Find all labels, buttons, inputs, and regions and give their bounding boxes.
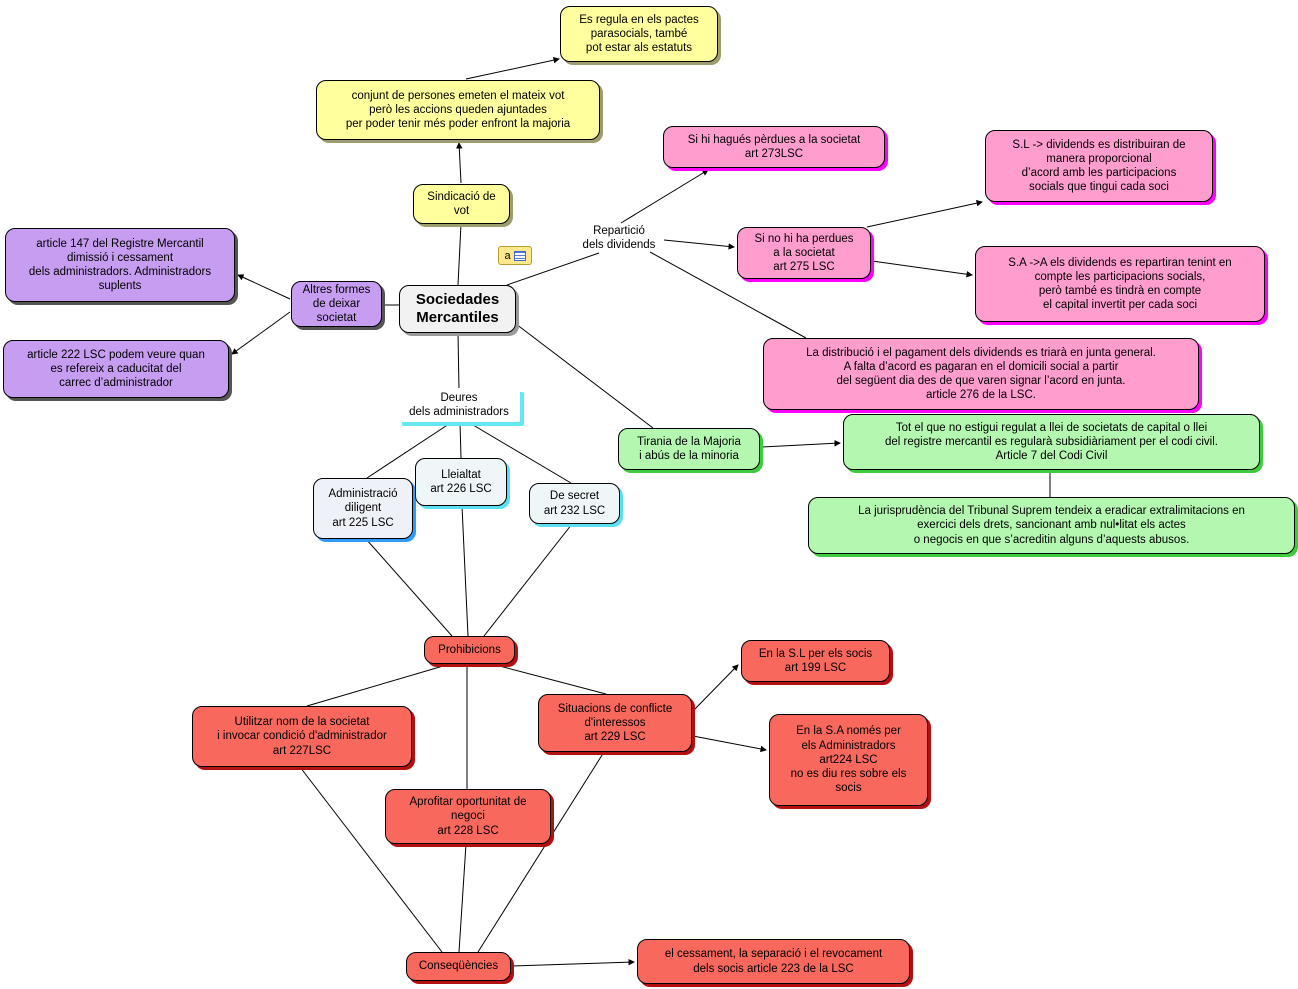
resource-link-icon[interactable]: a (498, 246, 532, 265)
annotation-letter: a (504, 249, 511, 262)
connector-line (365, 538, 453, 637)
node-article-7-codi-civil[interactable]: Tot el que no estigui regulat a llei de … (843, 414, 1260, 470)
connector-line (483, 523, 573, 637)
connector-line (457, 332, 460, 391)
node-sindicacio-de-vot[interactable]: Sindicació de vot (413, 184, 510, 224)
connector-line (515, 323, 654, 429)
node-utilitzar-nom-227[interactable]: Utilitzar nom de la societat i invocar c… (192, 706, 412, 767)
connector-line (456, 142, 463, 184)
node-consequencies[interactable]: Conseqüències (406, 952, 511, 981)
node-jurisprudencia-suprem[interactable]: La jurisprudència del Tribunal Suprem te… (808, 497, 1295, 554)
connector-line (866, 199, 983, 228)
node-sa-administradors-224[interactable]: En la S.A només per els Administradors a… (769, 714, 928, 806)
connectors (231, 56, 1051, 967)
connector-line (871, 260, 973, 278)
connector-line (299, 766, 443, 953)
connector-line (692, 735, 767, 753)
node-cessament-separacio-223[interactable]: el cessament, la separació i el revocame… (637, 939, 910, 984)
node-lleialtat-226[interactable]: Lleialtat art 226 LSC (415, 458, 507, 506)
connector-line (692, 664, 739, 712)
node-altres-formes-deixar[interactable]: Altres formes de deixar societat (291, 281, 382, 327)
connector-line (491, 663, 607, 695)
node-sa-dividends[interactable]: S.A ->A els dividends es repartiran teni… (975, 246, 1265, 322)
connector-line (511, 958, 635, 967)
node-conjunt-persones-vot[interactable]: conjunt de persones emeten el mateix vot… (316, 80, 600, 140)
node-de-secret-232[interactable]: De secret art 232 LSC (529, 483, 620, 524)
node-conflicte-interessos-229[interactable]: Situacions de conflicte d'interessos art… (538, 694, 692, 752)
node-prohibicions[interactable]: Prohibicions (424, 636, 515, 664)
connector-line (458, 843, 467, 953)
connector-line (663, 239, 735, 250)
document-icon (513, 250, 526, 261)
connector-line (506, 252, 600, 286)
connector-line (649, 251, 807, 339)
connector-line (620, 169, 709, 224)
node-aprofitar-oportunitat-228[interactable]: Aprofitar oportunitat de negoci art 228 … (385, 789, 551, 844)
connector-line (237, 274, 291, 300)
connector-line (467, 421, 572, 484)
connector-line (465, 56, 560, 80)
connector-line (461, 505, 469, 637)
node-art-147-registre[interactable]: article 147 del Registre Mercantil dimis… (5, 228, 235, 302)
node-deures-administradors[interactable]: Deures dels administradors (398, 388, 520, 422)
node-perdues-societat-273[interactable]: Si hi hagués pèrdues a la societat art 2… (663, 126, 885, 168)
connector-line (477, 751, 605, 953)
node-sociedades-mercantiles[interactable]: Sociedades Mercantiles (399, 285, 516, 333)
node-es-regula-pactes[interactable]: Es regula en els pactes parasocials, tam… (560, 6, 718, 62)
label-reparticio-dividends[interactable]: Repartició dels dividends (582, 224, 656, 251)
connector-line (760, 440, 841, 448)
node-tirania-majoria[interactable]: Tirania de la Majoria i abús de la minor… (618, 428, 760, 470)
connector-line (459, 421, 462, 459)
connector-line (366, 421, 453, 479)
node-no-perdues-275[interactable]: Si no hi ha perdues a la societat art 27… (737, 227, 871, 279)
connector-line (231, 311, 291, 355)
node-distribucio-pagament-276[interactable]: La distribució i el pagament dels divide… (763, 338, 1199, 410)
connector-line (457, 223, 462, 286)
connector-line (306, 663, 451, 707)
node-sl-socis-199[interactable]: En la S.L per els socis art 199 LSC (741, 640, 890, 682)
node-sl-dividends[interactable]: S.L -> dividends es distribuiran de mane… (985, 130, 1213, 202)
node-administracio-diligent-225[interactable]: Administració diligent art 225 LSC (313, 478, 413, 539)
node-art-222-caducitat[interactable]: article 222 LSC podem veure quan es refe… (3, 340, 229, 398)
